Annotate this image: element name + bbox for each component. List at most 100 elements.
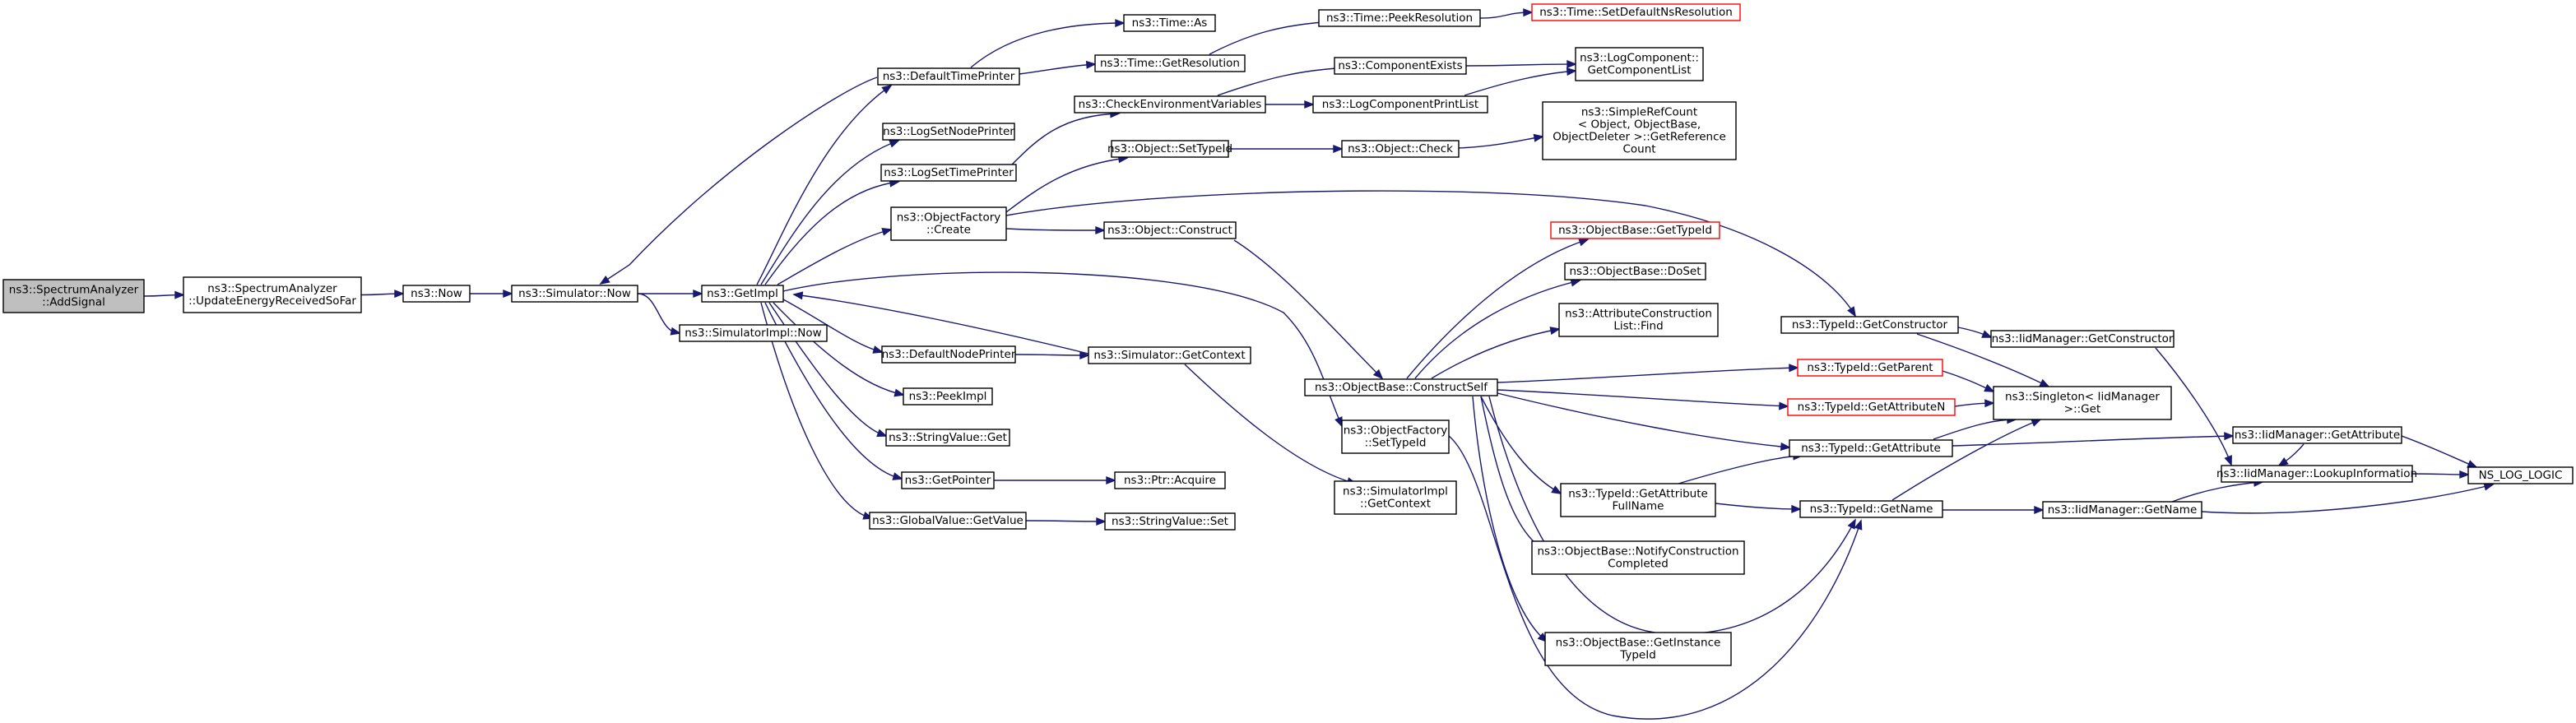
node-ns-log-logic[interactable]: NS_LOG_LOGIC — [2467, 466, 2574, 484]
node-box[interactable] — [1304, 378, 1498, 396]
node-box[interactable] — [1318, 9, 1481, 27]
node-box[interactable] — [1103, 221, 1237, 239]
node-box[interactable] — [1123, 14, 1216, 32]
node-box[interactable] — [1531, 3, 1741, 21]
node-box[interactable] — [1094, 54, 1246, 72]
node-box[interactable] — [701, 285, 784, 303]
node-box[interactable] — [1550, 221, 1720, 239]
node-log-set-node-printer[interactable]: ns3::LogSetNodePrinter — [882, 123, 1015, 141]
node-box[interactable] — [1088, 346, 1251, 364]
node-typeid-getparent[interactable]: ns3::TypeId::GetParent — [1797, 359, 1943, 377]
node-box[interactable] — [1111, 140, 1229, 158]
node-box[interactable] — [1797, 359, 1943, 377]
node-box[interactable] — [877, 67, 1020, 86]
node-object-check[interactable]: ns3::Object::Check — [1341, 140, 1460, 158]
node-box[interactable] — [1990, 330, 2175, 348]
node-box[interactable] — [2, 279, 145, 313]
node-box[interactable] — [1544, 632, 1732, 666]
node-stringvalue-set[interactable]: ns3::StringValue::Set — [1104, 512, 1236, 531]
node-box[interactable] — [1564, 262, 1706, 280]
node-box[interactable] — [1993, 386, 2172, 420]
node-globalvalue-getvalue[interactable]: ns3::GlobalValue::GetValue — [869, 512, 1027, 530]
node-typeid-getconstructor[interactable]: ns3::TypeId::GetConstructor — [1780, 316, 1959, 334]
node-logcomponent-getcomponentlist[interactable]: ns3::LogComponent::GetComponentList — [1575, 47, 1704, 81]
node-iidmanager-getname[interactable]: ns3::IidManager::GetName — [2042, 501, 2202, 519]
node-object-settypeid[interactable]: ns3::Object::SetTypeId — [1107, 140, 1232, 158]
node-box[interactable] — [1334, 57, 1467, 75]
node-objfactory-create[interactable]: ns3::ObjectFactory::Create — [890, 206, 1007, 241]
node-box[interactable] — [882, 123, 1015, 141]
node-spectrum-update[interactable]: ns3::SpectrumAnalyzer::UpdateEnergyRecei… — [183, 276, 362, 313]
node-time-getresolution[interactable]: ns3::Time::GetResolution — [1094, 54, 1246, 72]
node-time-setdefaultns[interactable]: ns3::Time::SetDefaultNsResolution — [1531, 3, 1741, 21]
node-box[interactable] — [1531, 540, 1745, 575]
node-box[interactable] — [869, 512, 1027, 530]
node-box[interactable] — [1104, 512, 1236, 531]
node-ptr-acquire[interactable]: ns3::Ptr::Acquire — [1114, 471, 1226, 489]
node-peekimpl[interactable]: ns3::PeekImpl — [903, 387, 993, 406]
node-typeid-getattributen[interactable]: ns3::TypeId::GetAttributeN — [1787, 398, 1956, 416]
node-box[interactable] — [885, 429, 1010, 447]
node-box[interactable] — [679, 324, 828, 342]
node-log-set-time-printer[interactable]: ns3::LogSetTimePrinter — [880, 164, 1017, 182]
node-getimpl[interactable]: ns3::GetImpl — [701, 285, 784, 303]
node-time-as[interactable]: ns3::Time::As — [1123, 14, 1216, 32]
node-box[interactable] — [880, 164, 1017, 182]
node-box[interactable] — [1341, 140, 1460, 158]
node-simimpl-getcontext[interactable]: ns3::SimulatorImpl::GetContext — [1334, 480, 1457, 515]
node-stringvalue-get[interactable]: ns3::StringValue::Get — [885, 429, 1010, 447]
node-spectrum-addsignal[interactable]: ns3::SpectrumAnalyzer::AddSignal — [2, 279, 145, 313]
node-simimpl-now[interactable]: ns3::SimulatorImpl::Now — [679, 324, 828, 342]
node-box[interactable] — [2042, 501, 2202, 519]
node-box[interactable] — [1787, 398, 1956, 416]
node-default-node-printer[interactable]: ns3::DefaultNodePrinter — [881, 345, 1016, 364]
node-box[interactable] — [1074, 95, 1266, 114]
node-box[interactable] — [2232, 426, 2402, 444]
node-box[interactable] — [1542, 101, 1737, 160]
node-box[interactable] — [1312, 95, 1488, 114]
node-box[interactable] — [903, 387, 993, 406]
node-box[interactable] — [1780, 316, 1959, 334]
node-simulator-getcontext[interactable]: ns3::Simulator::GetContext — [1088, 346, 1251, 364]
node-simulator-now[interactable]: ns3::Simulator::Now — [511, 285, 638, 303]
node-box[interactable] — [402, 285, 471, 303]
node-box[interactable] — [1334, 480, 1457, 515]
node-now[interactable]: ns3::Now — [402, 285, 471, 303]
node-box[interactable] — [901, 471, 995, 489]
node-default-time-printer[interactable]: ns3::DefaultTimePrinter — [877, 67, 1020, 86]
node-box[interactable] — [890, 206, 1007, 241]
node-iidmanager-lookupinformation[interactable]: ns3::IidManager::LookupInformation — [2216, 465, 2417, 483]
node-objfactory-settypeid[interactable]: ns3::ObjectFactory::SetTypeId — [1341, 419, 1450, 454]
node-typeid-getname[interactable]: ns3::TypeId::GetName — [1799, 500, 1943, 518]
node-getpointer[interactable]: ns3::GetPointer — [901, 471, 995, 489]
node-time-peekresolution[interactable]: ns3::Time::PeekResolution — [1318, 9, 1481, 27]
node-singleton-get[interactable]: ns3::Singleton< IidManager >::Get — [1993, 386, 2172, 420]
node-box[interactable] — [183, 276, 362, 313]
node-box[interactable] — [1341, 419, 1450, 454]
node-objectbase-gettypeid[interactable]: ns3::ObjectBase::GetTypeId — [1550, 221, 1720, 239]
node-check-env[interactable]: ns3::CheckEnvironmentVariables — [1074, 95, 1266, 114]
node-box[interactable] — [881, 345, 1016, 364]
node-logcomponentprintlist[interactable]: ns3::LogComponentPrintList — [1312, 95, 1488, 114]
node-box[interactable] — [2221, 465, 2413, 483]
node-box[interactable] — [2467, 466, 2574, 484]
node-iidmanager-getconstructor[interactable]: ns3::IidManager::GetConstructor — [1990, 330, 2175, 348]
node-iidmanager-getattribute[interactable]: ns3::IidManager::GetAttribute — [2232, 426, 2402, 444]
node-objectbase-constructself[interactable]: ns3::ObjectBase::ConstructSelf — [1304, 378, 1498, 396]
node-box[interactable] — [511, 285, 638, 303]
node-box[interactable] — [1114, 471, 1226, 489]
node-object-construct[interactable]: ns3::Object::Construct — [1103, 221, 1237, 239]
node-box[interactable] — [1558, 303, 1719, 337]
node-simplerefcount[interactable]: ns3::SimpleRefCount< Object, ObjectBase,… — [1542, 101, 1737, 160]
node-typeid-getattribute[interactable]: ns3::TypeId::GetAttribute — [1789, 439, 1953, 457]
node-box[interactable] — [1575, 47, 1704, 81]
node-box[interactable] — [1799, 500, 1943, 518]
node-objectbase-notifyconstruction[interactable]: ns3::ObjectBase::NotifyConstructionCompl… — [1531, 540, 1745, 575]
node-componentexists[interactable]: ns3::ComponentExists — [1334, 57, 1467, 75]
node-box[interactable] — [1789, 439, 1953, 457]
node-box[interactable] — [1560, 483, 1716, 517]
node-objectbase-doset[interactable]: ns3::ObjectBase::DoSet — [1564, 262, 1706, 280]
